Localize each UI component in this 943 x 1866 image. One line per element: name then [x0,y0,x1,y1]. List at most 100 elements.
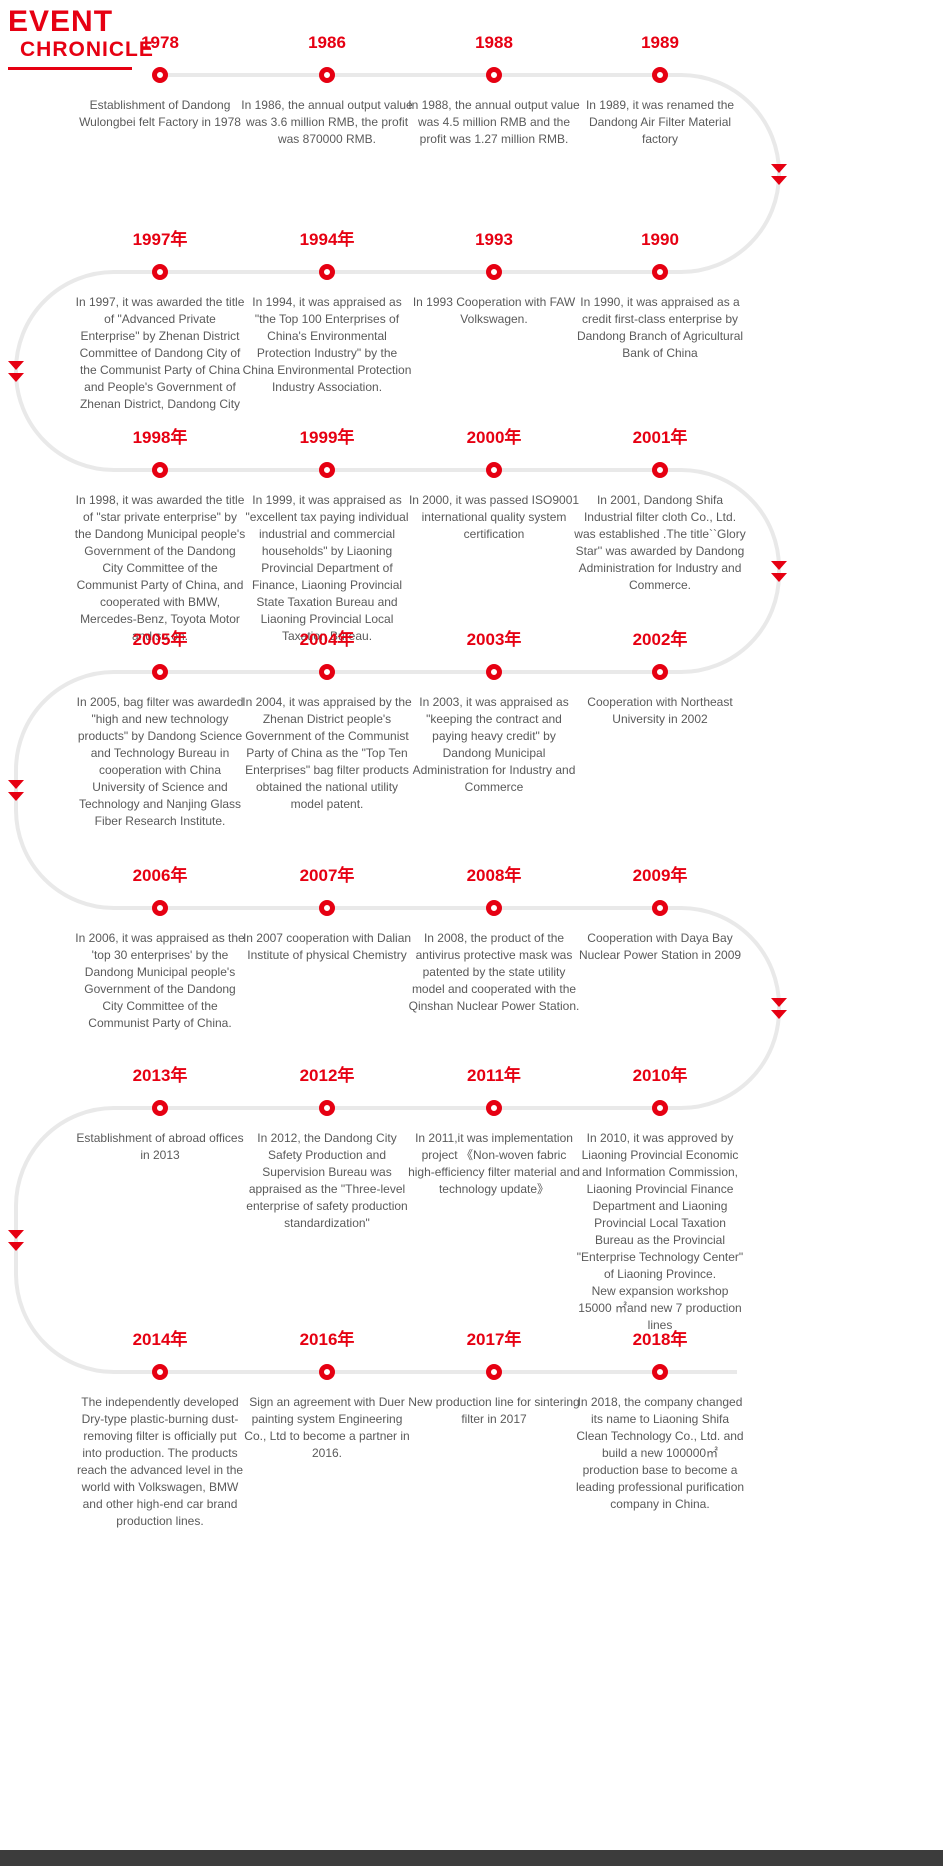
timeline-dot [319,462,335,478]
timeline-item: 2014年 The independently developed Dry-ty… [74,1328,246,1530]
timeline-item: 1994年 In 1994, it was appraised as "the … [241,228,413,396]
timeline-item: 2012年 In 2012, the Dandong City Safety P… [241,1064,413,1232]
year-label: 1989 [641,33,679,52]
timeline-item: 2008年 In 2008, the product of the antivi… [408,864,580,1015]
timeline-item: 2010年 In 2010, it was approved by Liaoni… [574,1064,746,1334]
timeline-item: 2018年 In 2018, the company changed its n… [574,1328,746,1513]
timeline-item: 2009年 Cooperation with Daya Bay Nuclear … [574,864,746,964]
event-description: In 2012, the Dandong City Safety Product… [246,1131,408,1230]
event-description: In 2011,it was implementation project 《N… [408,1131,580,1196]
year-label: 2014年 [132,1330,188,1349]
timeline-dot [152,67,168,83]
timeline-item: 1999年 In 1999, it was appraised as "exce… [241,426,413,645]
title-underline [8,67,132,70]
year-label: 2009年 [632,866,688,885]
year-label: 2001年 [632,428,688,447]
event-description: Establishment of Dandong Wulongbei felt … [79,98,241,129]
timeline-dot [319,264,335,280]
down-arrow-icon [771,164,787,185]
event-description: Establishment of abroad offices in 2013 [76,1131,244,1162]
year-label: 2004年 [299,630,355,649]
year-label: 1988 [475,33,513,52]
timeline-dot [652,67,668,83]
page-header: EVENT CHRONICLE [8,6,154,70]
year-label: 2011年 [467,1066,521,1085]
year-label: 2017年 [466,1330,522,1349]
timeline-dot [319,1100,335,1116]
timeline-dot [652,900,668,916]
timeline-item: 2013年 Establishment of abroad offices in… [74,1064,246,1164]
event-description: In 2004, it was appraised by the Zhenan … [242,695,412,811]
year-label: 1990 [641,230,679,249]
year-label: 2012年 [299,1066,355,1085]
year-label: 2000年 [466,428,522,447]
timeline-dot [652,462,668,478]
timeline-dot [152,664,168,680]
year-label: 1999年 [299,428,355,447]
timeline-dot [652,1100,668,1116]
event-description: In 2000, it was passed ISO9001 internati… [408,493,580,541]
timeline-item: 1986 In 1986, the annual output value wa… [241,31,413,148]
event-description: In 1990, it was appraised as a credit fi… [576,295,744,360]
event-description: In 2010, it was approved by Liaoning Pro… [576,1131,744,1332]
year-label: 2006年 [132,866,188,885]
year-label: 2008年 [466,866,522,885]
year-label: 2002年 [632,630,688,649]
timeline-item: 2003年 In 2003, it was appraised as "keep… [408,628,580,796]
event-description: Sign an agreement with Duer painting sys… [244,1395,410,1460]
event-description: New production line for sintering filter… [408,1395,580,1426]
timeline-dot [152,264,168,280]
timeline-dot [486,664,502,680]
event-description: The independently developed Dry-type pla… [76,1395,244,1528]
timeline-item: 2000年 In 2000, it was passed ISO9001 int… [408,426,580,543]
event-description: In 2008, the product of the antivirus pr… [408,931,580,1013]
timeline-dot [652,264,668,280]
year-label: 1986 [308,33,346,52]
year-label: 2016年 [299,1330,355,1349]
event-description: In 1994, it was appraised as "the Top 10… [242,295,412,394]
timeline-item: 1997年 In 1997, it was awarded the title … [74,228,246,413]
timeline-dot [486,462,502,478]
timeline-dot [486,1364,502,1380]
down-arrow-icon [8,780,24,801]
timeline-dot [319,1364,335,1380]
down-arrow-icon [8,1230,24,1251]
event-description: In 1988, the annual output value was 4.5… [408,98,580,146]
timeline-dot [152,900,168,916]
down-arrow-icon [771,998,787,1019]
timeline-item: 1993 In 1993 Cooperation with FAW Volksw… [408,228,580,328]
timeline-item: 2004年 In 2004, it was appraised by the Z… [241,628,413,813]
timeline-dot [486,67,502,83]
timeline-item: 2016年 Sign an agreement with Duer painti… [241,1328,413,1462]
year-label: 2005年 [132,630,188,649]
timeline-item: 1990 In 1990, it was appraised as a cred… [574,228,746,362]
timeline-dot [319,900,335,916]
event-description: In 2001, Dandong Shifa Industrial filter… [574,493,746,592]
year-label: 2010年 [632,1066,688,1085]
timeline-item: 1988 In 1988, the annual output value wa… [408,31,580,148]
timeline-item: 1989 In 1989, it was renamed the Dandong… [574,31,746,148]
page-title-chronicle: CHRONICLE [20,38,154,61]
timeline-dot [486,900,502,916]
year-label: 1998年 [132,428,188,447]
timeline-item: 2001年 In 2001, Dandong Shifa Industrial … [574,426,746,594]
year-label: 1978 [141,33,179,52]
event-description: In 1986, the annual output value was 3.6… [241,98,413,146]
timeline-item: 2006年 In 2006, it was appraised as the '… [74,864,246,1032]
event-description: In 2007 cooperation with Dalian Institut… [242,931,412,962]
year-label: 2018年 [632,1330,688,1349]
year-label: 2007年 [299,866,355,885]
event-description: In 1998, it was awarded the title of "st… [74,493,246,643]
event-description: In 2006, it was appraised as the 'top 30… [75,931,245,1030]
timeline-item: 2005年 In 2005, bag filter was awarded "h… [74,628,246,830]
event-description: In 2005, bag filter was awarded "high an… [76,695,244,828]
timeline-dot [319,664,335,680]
year-label: 1994年 [299,230,355,249]
year-label: 1993 [475,230,513,249]
timeline-dot [152,462,168,478]
year-label: 2003年 [466,630,522,649]
event-description: In 1997, it was awarded the title of "Ad… [75,295,245,411]
timeline-item: 1998年 In 1998, it was awarded the title … [74,426,246,645]
timeline-dot [152,1100,168,1116]
